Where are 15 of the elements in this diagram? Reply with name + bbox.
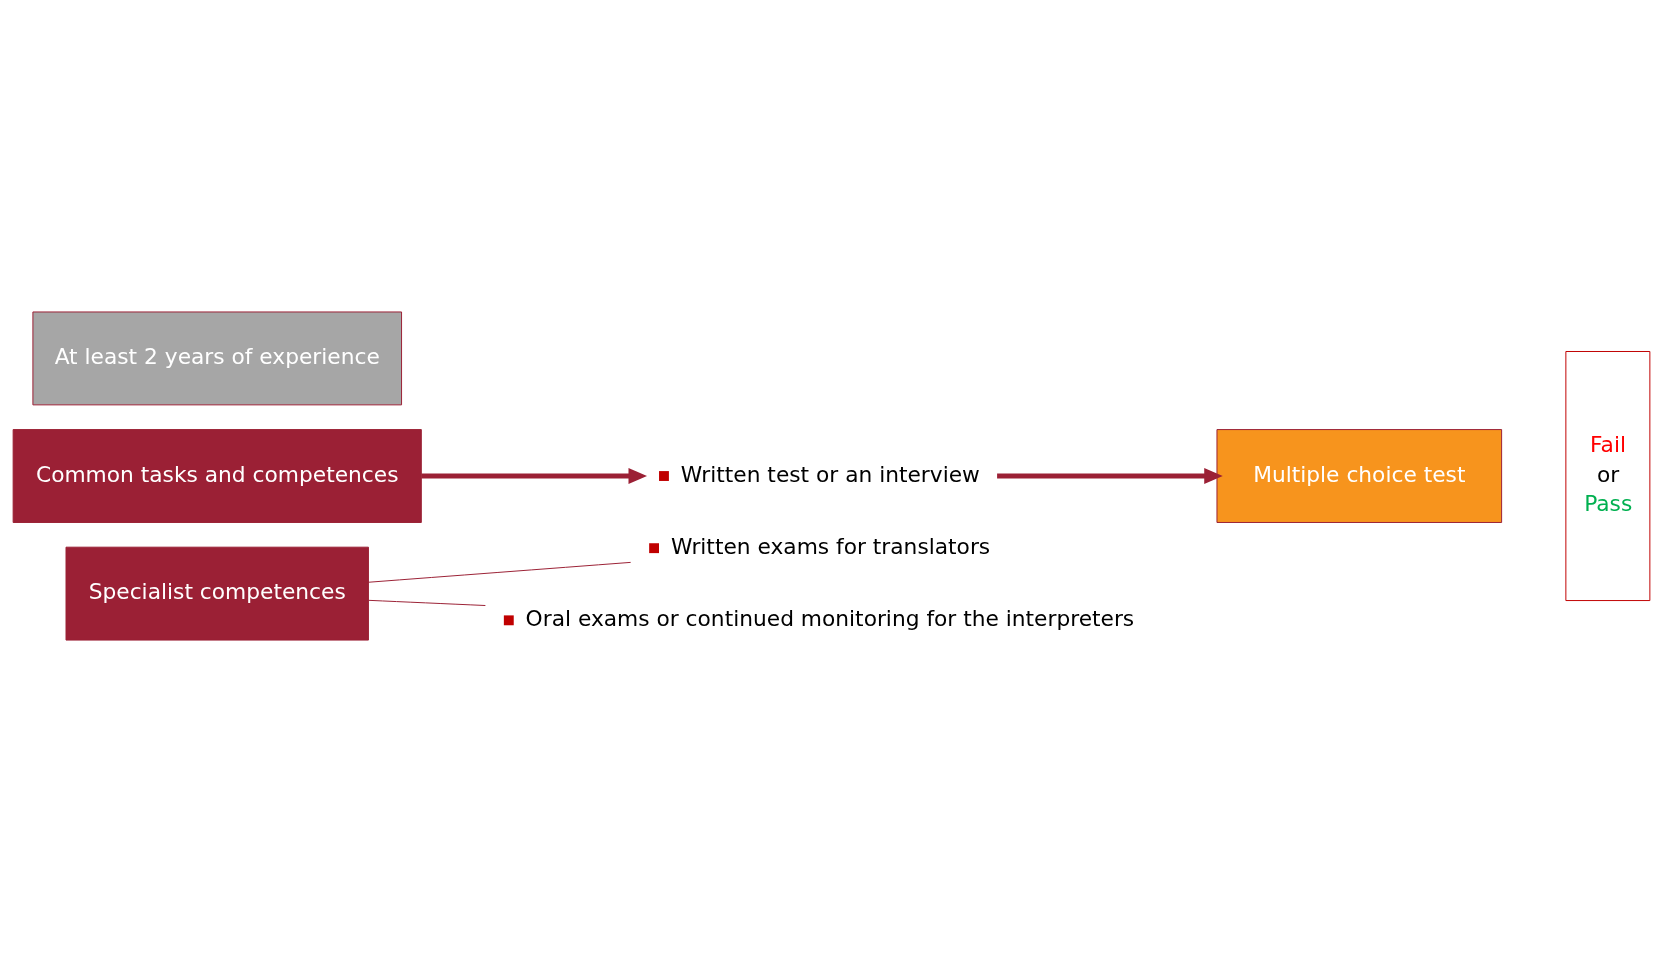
node-label: Oral exams or continued monitoring for the interpreters	[525, 605, 1135, 631]
node-box	[649, 543, 660, 554]
node-box: At least 2 years of experience	[32, 311, 403, 406]
arrow	[421, 467, 647, 485]
node-box: Specialist competences	[65, 546, 369, 641]
connector	[368, 599, 486, 606]
node-label: Written test or an interview	[680, 461, 980, 487]
node-box	[503, 615, 514, 626]
arrow	[997, 467, 1223, 485]
node-box	[659, 471, 669, 481]
connector	[368, 561, 632, 583]
node-box: Multiple choice test	[1216, 429, 1503, 523]
node-label: Written exams for translators	[670, 533, 991, 559]
node-box: Fail or Pass	[1565, 351, 1651, 602]
node-box: Common tasks and competences	[12, 429, 422, 523]
